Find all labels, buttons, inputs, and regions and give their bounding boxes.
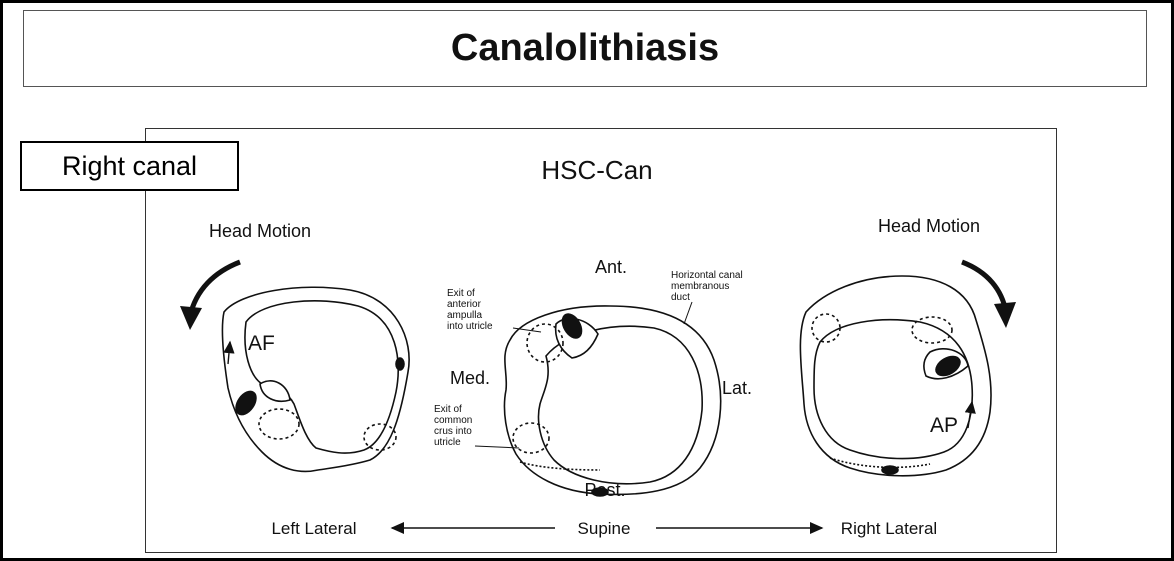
head-motion-left-label: Head Motion	[209, 221, 311, 241]
svg-text:membranous: membranous	[671, 281, 729, 292]
figure-heading: HSC-Can	[541, 155, 652, 185]
right-canal-drawing	[800, 276, 991, 476]
medial-label: Med.	[450, 368, 490, 388]
position-supine: Supine	[578, 519, 631, 538]
svg-text:crus into: crus into	[434, 426, 472, 437]
right-canal-tag: Right canal	[20, 141, 239, 191]
left-motion-arrow	[180, 262, 240, 330]
anterior-label: Ant.	[595, 257, 627, 277]
right-canal-ap-label: AP	[930, 414, 958, 437]
svg-text:utricle: utricle	[434, 437, 461, 448]
svg-text:Exit of: Exit of	[434, 404, 462, 415]
right-motion-arrow	[962, 262, 1016, 328]
left-canal-drawing	[222, 287, 409, 471]
posterior-label: Post.	[584, 480, 625, 500]
horizontal-canal-annotation: Horizontal canal membranous duct	[671, 270, 743, 303]
svg-text:common: common	[434, 415, 472, 426]
svg-text:into utricle: into utricle	[447, 321, 493, 332]
head-motion-right-label: Head Motion	[878, 216, 980, 236]
left-canal-af-label: AF	[248, 332, 275, 355]
center-canal-drawing	[475, 302, 721, 496]
svg-text:anterior: anterior	[447, 299, 482, 310]
exit-common-annotation: Exit of common crus into utricle	[434, 404, 472, 448]
svg-text:Exit of: Exit of	[447, 288, 475, 299]
lateral-label: Lat.	[722, 378, 752, 398]
position-right-lateral: Right Lateral	[841, 519, 937, 538]
position-left-lateral: Left Lateral	[271, 519, 356, 538]
svg-text:ampulla: ampulla	[447, 310, 482, 321]
exit-anterior-annotation: Exit of anterior ampulla into utricle	[447, 288, 493, 332]
svg-text:Horizontal canal: Horizontal canal	[671, 270, 743, 281]
svg-text:duct: duct	[671, 292, 690, 303]
